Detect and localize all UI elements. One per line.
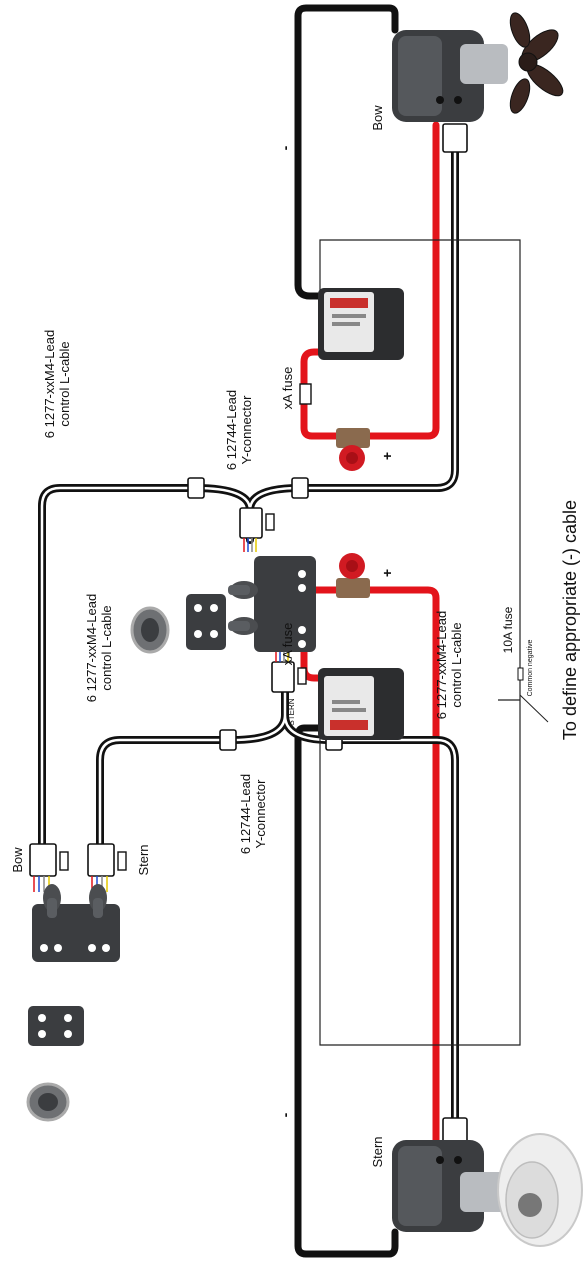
fuse-bottom-label: xA fuse — [280, 623, 295, 666]
negative-cable-bow — [294, 4, 399, 300]
lcable-right-label-line1: 6 1277-xxM4-Lead — [434, 611, 449, 719]
lcable-left-mid-label-line1: 6 1277-xxM4-Lead — [84, 594, 99, 702]
bow-thruster-label: Bow — [370, 105, 385, 131]
keypad-center-icon — [186, 594, 226, 650]
joystick-panel-center-icon — [228, 556, 316, 652]
minus-top-label: - — [277, 145, 293, 150]
plus-bottom-label: + — [379, 569, 395, 577]
positive-cable-bow — [300, 121, 440, 440]
ycon-bottom-label-line1: 6 12744-Lead — [238, 774, 253, 854]
center-connector-bottom-icon — [271, 648, 307, 693]
bow-thruster-icon — [392, 12, 564, 122]
footer-note: To define appropriate (-) cable — [560, 500, 580, 740]
stern-small-label: STERN — [287, 698, 296, 725]
battery-bottom-icon — [318, 668, 404, 740]
negative-cable-stern — [294, 724, 399, 1258]
common-negative-wires — [319, 239, 521, 1046]
lcable-left-top-label-line2: control L-cable — [57, 341, 72, 426]
round-remote-left-icon — [26, 1082, 70, 1122]
lcable-right-label-line2: control L-cable — [449, 622, 464, 707]
plus-top-label: + — [379, 452, 395, 460]
fuse-10a-label: 10A fuse — [501, 606, 515, 653]
minus-bottom-label: - — [277, 1112, 293, 1117]
stern-thruster-icon — [392, 1133, 583, 1247]
stern-connector-label: Stern — [136, 844, 151, 875]
bow-connector-label: Bow — [10, 847, 25, 873]
battery-top-icon — [318, 288, 404, 360]
ycon-top-label-line1: 6 12744-Lead — [224, 390, 239, 470]
keypad-left-icon — [28, 1006, 84, 1046]
main-switch-top-icon — [336, 428, 370, 471]
center-connector-top-icon — [239, 507, 275, 552]
ycon-bottom-label-line2: Y-connector — [253, 779, 268, 849]
bow-connector-left-icon — [29, 843, 69, 892]
stern-connector-left-icon — [87, 843, 127, 892]
lcable-left-mid-label-line2: control L-cable — [99, 605, 114, 690]
common-negative-pointer — [519, 694, 549, 723]
main-switch-bottom-icon — [336, 553, 370, 598]
stern-thruster-label: Stern — [370, 1136, 385, 1167]
round-remote-center-icon — [130, 606, 170, 654]
joystick-panel-left-icon — [32, 884, 120, 962]
fuse-top-label: xA fuse — [280, 367, 295, 410]
common-negative-label: Common negative — [527, 639, 534, 696]
fuse-top — [299, 383, 312, 405]
lcable-left-top-label-line1: 6 1277-xxM4-Lead — [42, 330, 57, 438]
ycon-top-label-line2: Y-connector — [239, 395, 254, 465]
cable-sleeves — [187, 123, 468, 1147]
fuse-10a — [517, 667, 524, 681]
